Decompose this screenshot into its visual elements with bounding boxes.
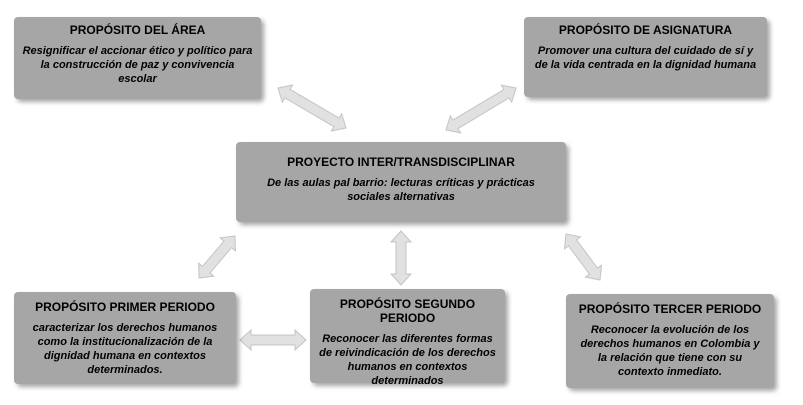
third-period-text: Reconocer la evolución de los derechos h… xyxy=(580,324,760,378)
area-purpose-box: PROPÓSITO DEL ÁREA Resignificar el accio… xyxy=(14,17,261,99)
area-purpose-title: PROPÓSITO DEL ÁREA xyxy=(69,23,206,37)
third-period-title: PROPÓSITO TERCER PERIODO xyxy=(578,302,762,316)
first-period-title: PROPÓSITO PRIMER PERIODO xyxy=(35,300,215,314)
arrow-project-third xyxy=(563,233,603,281)
third-period-box: PROPÓSITO TERCER PERIODO Reconocer la ev… xyxy=(566,294,774,388)
arrow-project-first xyxy=(198,235,236,279)
first-period-box: PROPÓSITO PRIMER PERIODO caracterizar lo… xyxy=(14,292,236,384)
arrow-project-second xyxy=(389,230,413,286)
arrow-subject-project xyxy=(445,84,517,134)
first-period-text: caracterizar los derechos humanos como l… xyxy=(32,322,218,376)
subject-purpose-text: Promover una cultura del cuidado de sí y… xyxy=(534,45,757,71)
second-period-title: PROPÓSITO SEGUNDO PERIODO xyxy=(339,297,476,325)
second-period-text: Reconocer las diferentes formas de reivi… xyxy=(319,333,496,387)
subject-purpose-box: PROPÓSITO DE ASIGNATURA Promover una cul… xyxy=(524,17,767,97)
arrow-first-second xyxy=(239,328,307,352)
second-period-box: PROPÓSITO SEGUNDO PERIODO Reconocer las … xyxy=(310,289,505,387)
project-box: PROYECTO INTER/TRANSDISCIPLINAR De las a… xyxy=(236,142,566,222)
project-title: PROYECTO INTER/TRANSDISCIPLINAR xyxy=(287,155,515,169)
arrow-area-project xyxy=(277,84,347,132)
subject-purpose-title: PROPÓSITO DE ASIGNATURA xyxy=(558,23,733,37)
project-text: De las aulas pal barrio: lecturas crític… xyxy=(267,177,535,203)
area-purpose-text: Resignificar el accionar ético y polític… xyxy=(22,45,253,85)
